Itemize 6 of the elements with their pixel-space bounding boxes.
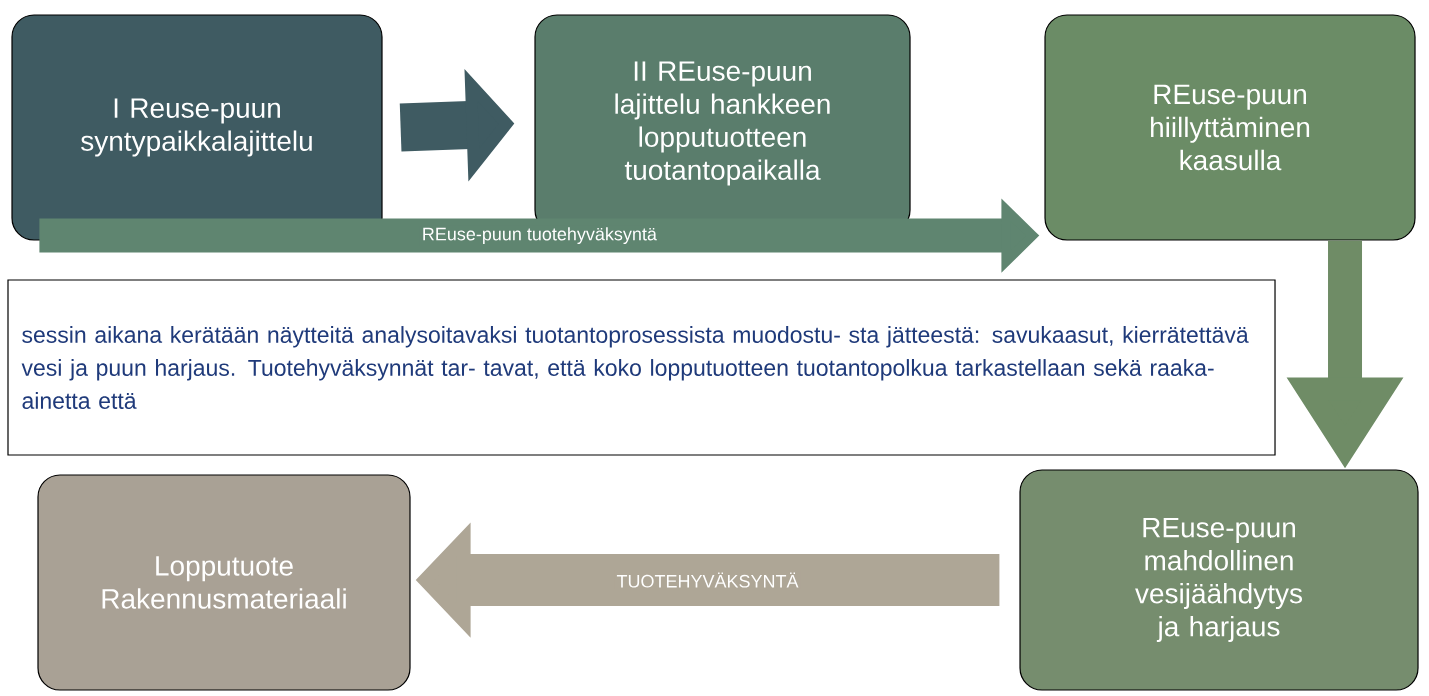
process-box: I Reuse-puun syntypaikkalajittelu <box>11 14 383 241</box>
text-box: sessin aikana kerätään näytteitä analysoitavaksi tuotantoprosessista muodostu- sta jätteestä: savukaasut, kierrätettävä vesi ja puun harjaus. Tuotehyväksynnät tar- tavat, että koko lopputuotteen tuotantopolkua tarkastellaan sekä raaka-ainetta että <box>7 279 1276 456</box>
process-box: REuse-puun mahdollinen vesijäähdytys ja harjaus <box>1019 469 1419 691</box>
process-box: REuse-puun hiillyttäminen kaasulla <box>1044 14 1416 241</box>
edge-label: TUOTEHYVÄKSYNTÄ <box>614 570 801 590</box>
result-box: Lopputuote Rakennusmateriaali <box>37 474 411 691</box>
